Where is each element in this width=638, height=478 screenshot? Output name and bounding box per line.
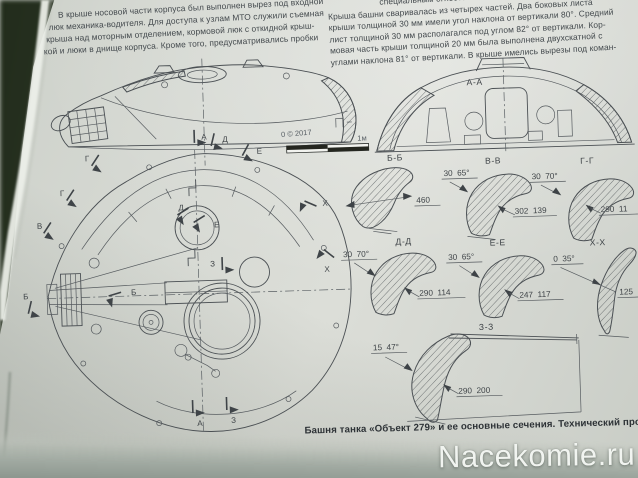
- section-d-d: Д-Д 30 70° 290 114: [341, 236, 466, 316]
- section-b-b: Б-Б 460: [345, 152, 441, 235]
- section-a-a: А-А: [374, 57, 635, 153]
- section-g-g: Г-Г 30 70° 290 11: [529, 155, 638, 242]
- section-title: Б-Б: [387, 152, 403, 162]
- dimension-label: 302 139: [515, 206, 548, 216]
- cut-marker-label: А: [197, 419, 203, 428]
- cut-marker-label: Д: [222, 135, 228, 144]
- cut-marker-label: Б: [23, 292, 29, 301]
- cut-marker-label: Д: [178, 203, 184, 212]
- dimension-label: 30 70°: [343, 249, 369, 259]
- section-title: А-А: [466, 77, 482, 88]
- dimension-label: 0 35°: [553, 254, 575, 264]
- cut-marker-label: А: [201, 132, 207, 141]
- section-v-v: В-В 30 65° 302 139: [441, 155, 557, 240]
- section-title: В-В: [485, 155, 501, 166]
- cut-marker-label: В: [37, 222, 43, 231]
- cut-marker-label: З: [231, 416, 236, 425]
- cut-marker-label: Г: [60, 189, 65, 198]
- section-title: З-З: [479, 322, 494, 332]
- dimension-label: 30 65°: [443, 168, 469, 178]
- section-h-h: Х-Х 0 35° 125: [551, 237, 638, 338]
- section-title: Д-Д: [395, 236, 412, 247]
- section-title: Е-Е: [489, 237, 505, 248]
- copyright-label: 0 © 2017: [281, 128, 312, 140]
- section-z-z: З-З 15 47° 290 200: [371, 322, 582, 425]
- dimension-label: 290 200: [458, 386, 491, 396]
- watermark-nacekomie: Nacekomie.ru: [437, 436, 636, 475]
- section-title: Х-Х: [590, 237, 606, 248]
- section-cut-markers: Г Г В Б Б А Д Е Д Е Х Х З А З: [23, 128, 335, 428]
- dimension-label: 30 70°: [532, 171, 558, 181]
- cut-marker-label: Х: [322, 199, 328, 208]
- cut-marker-label: Е: [214, 220, 220, 229]
- section-e-e: Е-Е 30 65° 247 117: [446, 237, 564, 319]
- cut-marker-label: Б: [131, 288, 137, 297]
- cut-marker-label: Х: [324, 265, 330, 274]
- scale-bar: 0 © 2017 1м: [281, 117, 370, 154]
- turret-side-view: [50, 58, 357, 166]
- section-title: Г-Г: [580, 155, 594, 165]
- cut-marker-label: Г: [85, 154, 90, 163]
- dimension-label: 30 65°: [448, 252, 474, 262]
- dimension-label: 247 117: [519, 290, 551, 300]
- cut-marker-label: Е: [257, 147, 263, 156]
- turret-plan-view: [46, 149, 352, 434]
- dimension-label: 15 47°: [373, 343, 399, 353]
- dimension-label: 290 114: [419, 288, 451, 298]
- scale-label: 1м: [357, 133, 367, 142]
- dimension-label: 460: [416, 196, 430, 205]
- dimension-label: 125: [619, 287, 633, 296]
- cut-marker-label: З: [210, 259, 215, 268]
- dimension-label: 290 11: [601, 204, 628, 214]
